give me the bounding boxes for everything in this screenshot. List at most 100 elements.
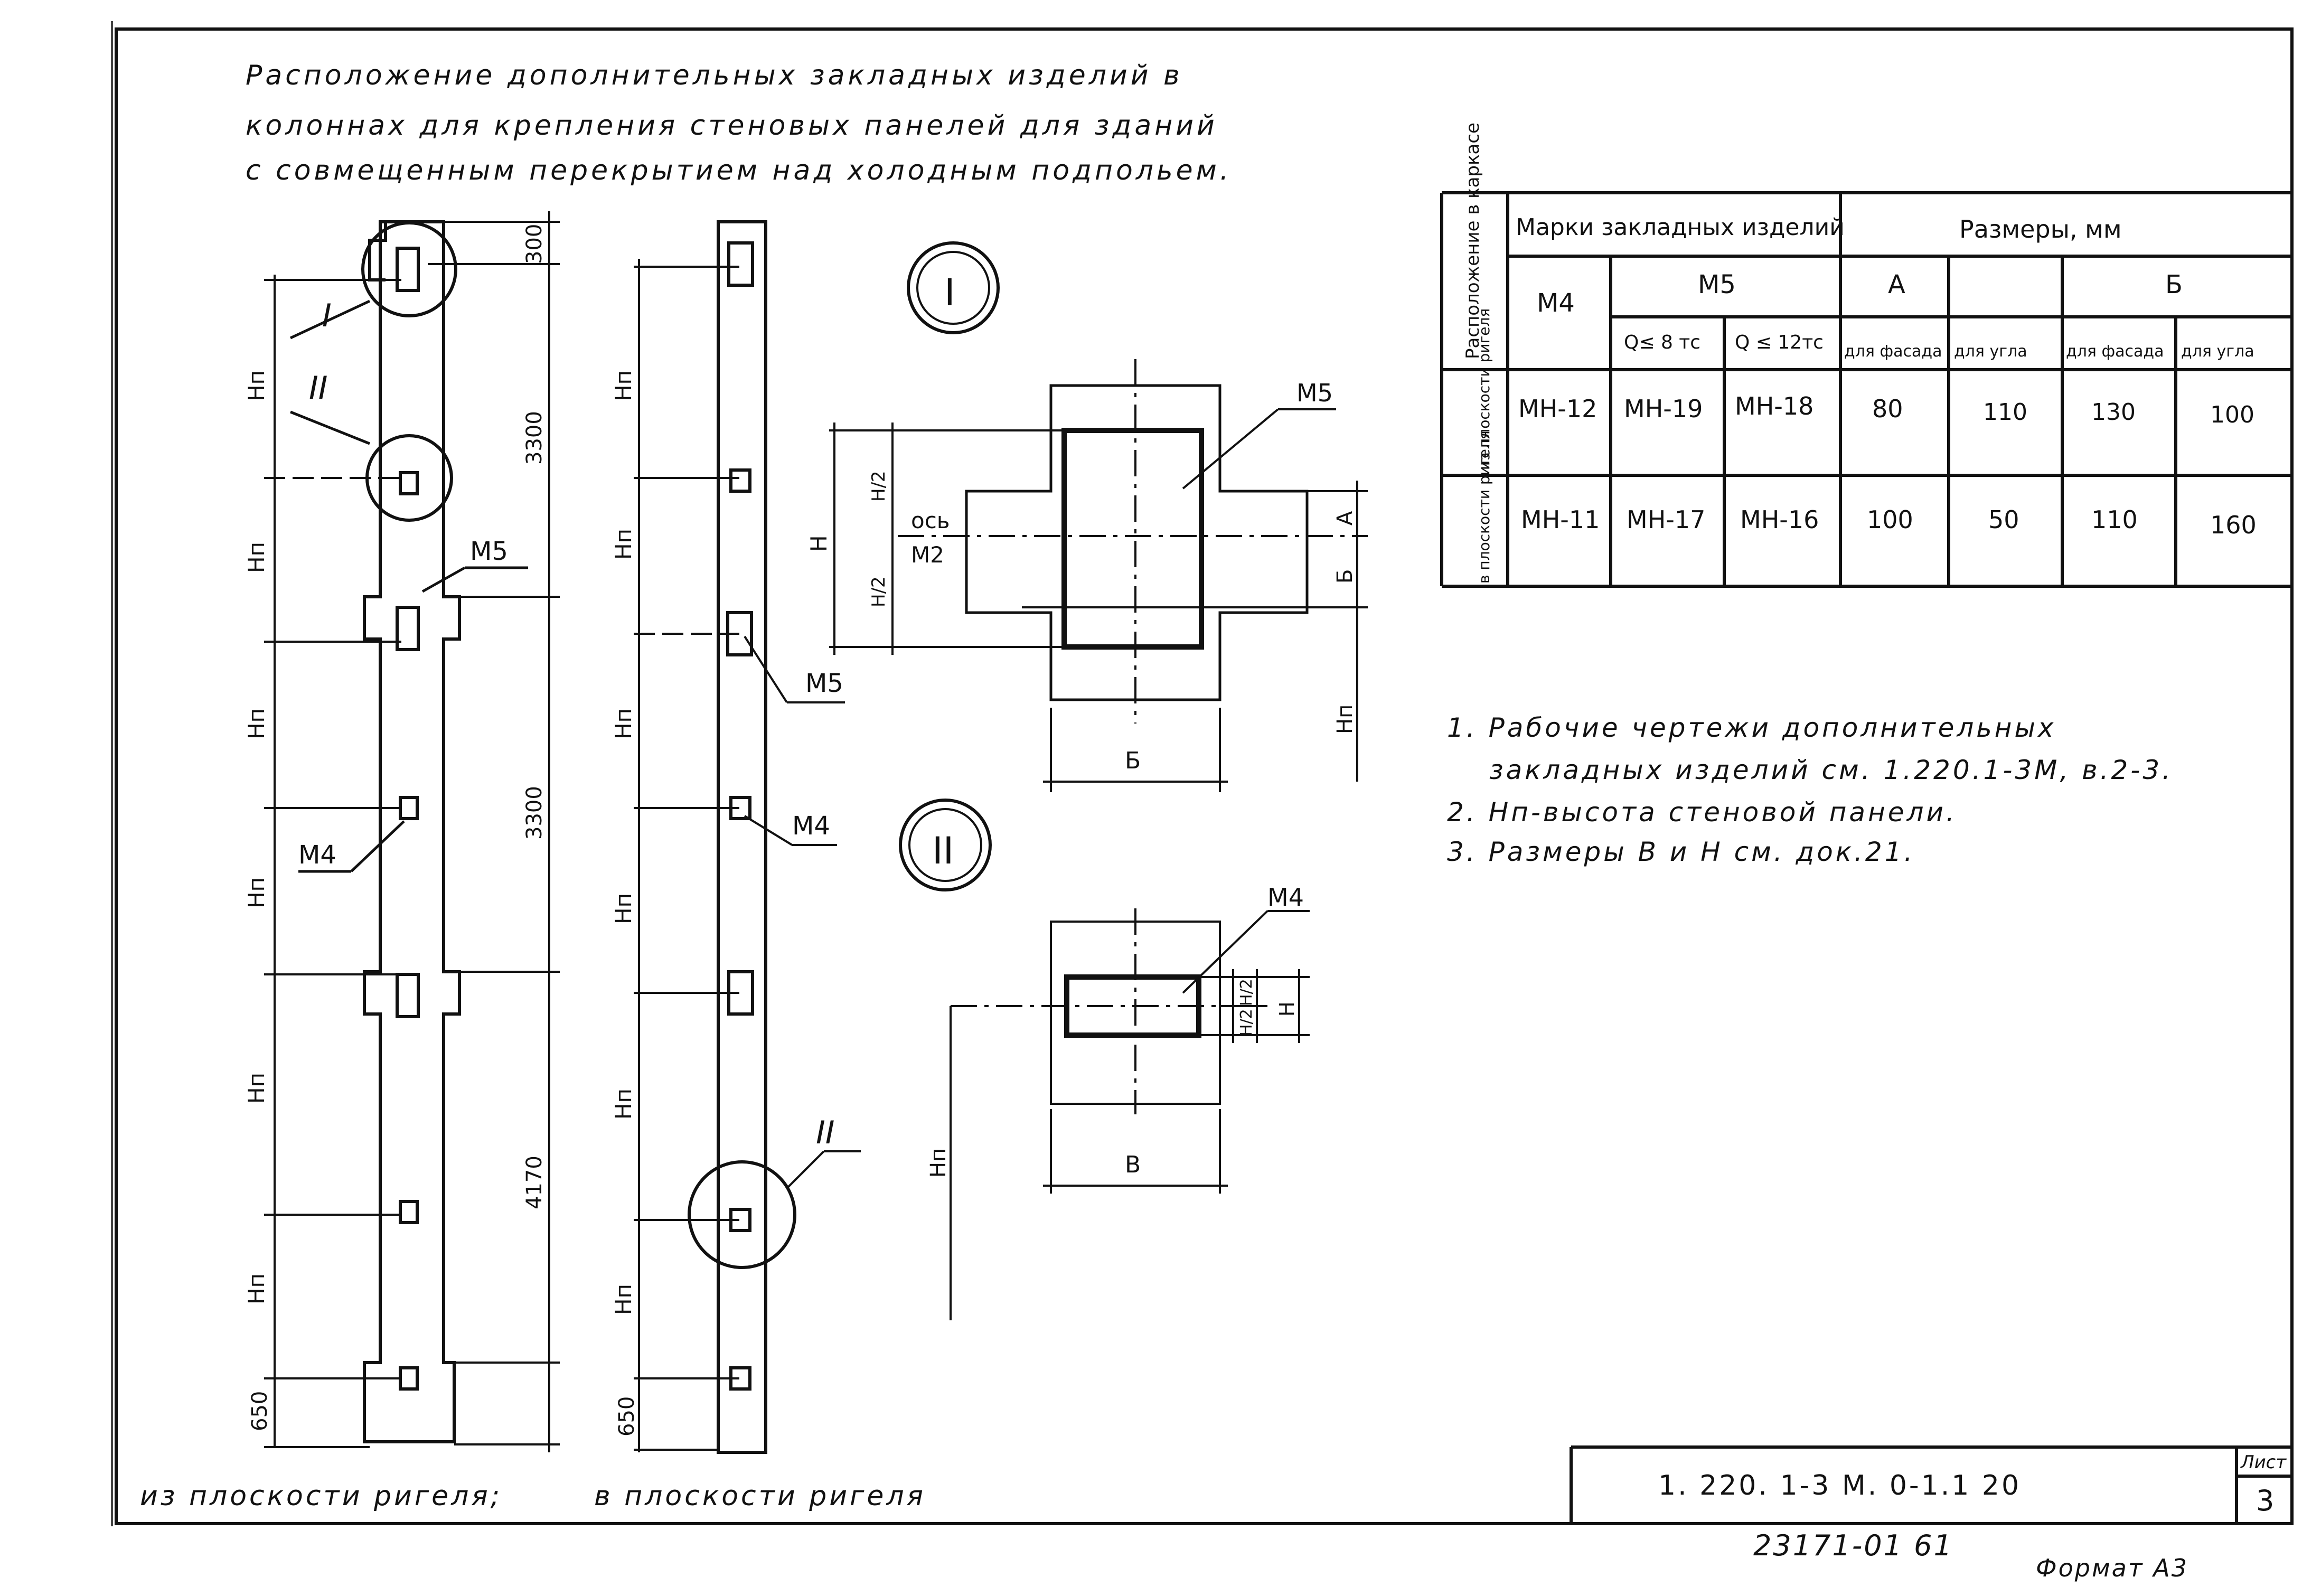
- title-line-1: Расположение дополнительных закладных из…: [246, 60, 1183, 91]
- right-hn-label: Нп: [610, 370, 636, 401]
- callout-circle-1: [361, 221, 457, 317]
- left-hn-label: Нп: [243, 370, 269, 401]
- dim-3300-a: 3300: [522, 411, 547, 465]
- left-hn-label: Нп: [243, 1073, 269, 1104]
- table-b-facade: для фасада: [2066, 342, 2164, 361]
- table-b: Б: [2165, 270, 2183, 299]
- detail-1-marker-circle: [907, 241, 1000, 334]
- left-m4-label: М4: [298, 840, 336, 870]
- detail-1-labels: I М5 ось М2 Н Н/2 Н/2 А Б Б Нп: [806, 271, 1357, 774]
- embedded-parts-table: [1440, 191, 2292, 588]
- right-m4-label: М4: [792, 811, 830, 841]
- detail-1: [829, 241, 1368, 792]
- table-q12: Q ≤ 12тс: [1735, 332, 1824, 353]
- table-a-facade: для фасада: [1844, 342, 1942, 361]
- dim-650-right: 650: [615, 1396, 639, 1437]
- right-hn-label: Нп: [610, 529, 636, 560]
- dim-4170: 4170: [522, 1156, 547, 1209]
- dim-3300-b: 3300: [522, 786, 547, 840]
- table-row2-pos: в плоскости ригеля: [1476, 430, 1493, 584]
- inventory-number: 23171-01 61: [1753, 1529, 1953, 1562]
- detail-2-h: Н: [1275, 1001, 1299, 1017]
- right-hn-label: Нп: [610, 1088, 636, 1120]
- right-callout-label: II: [816, 1114, 834, 1151]
- note-3: 3. Размеры В и Н см. док.21.: [1447, 837, 1915, 867]
- table-a: А: [1888, 270, 1905, 299]
- detail-2-hn: Нп: [926, 1148, 951, 1178]
- drawing-title: Расположение дополнительных закладных из…: [246, 60, 1228, 186]
- table-col-position: Расположение в каркасе: [1462, 123, 1483, 359]
- table-row2-a-corner: 50: [1988, 505, 2019, 534]
- callout-label-1: I: [322, 297, 332, 334]
- table-text: Расположение в каркасе Марки закладных и…: [1462, 123, 2257, 584]
- m5-plate: [1061, 428, 1204, 650]
- left-hn-label: Нп: [243, 1273, 269, 1304]
- detail-1-a: А: [1333, 511, 1357, 525]
- detail-1-h-half: Н/2: [868, 576, 889, 607]
- left-column-elevation: [264, 211, 560, 1452]
- table-row2-q8: МН-17: [1627, 505, 1705, 534]
- right-m5-label: М5: [805, 669, 843, 698]
- caption-left: из плоскости ригеля;: [140, 1480, 502, 1512]
- detail-1-h-half: Н/2: [868, 471, 889, 502]
- table-m4: М4: [1537, 288, 1575, 318]
- detail-1-m2: М2: [911, 542, 944, 568]
- table-row1-a-facade: 80: [1872, 395, 1903, 423]
- table-row1-a-corner: 110: [1983, 399, 2027, 426]
- note-1a: 1. Рабочие чертежи дополнительных: [1447, 712, 2056, 743]
- title-line-2: колоннах для крепления стеновых панелей …: [246, 110, 1218, 142]
- left-hn-labels: Нп Нп Нп Нп Нп Нп: [243, 370, 269, 1304]
- table-row1-m4: МН-12: [1518, 395, 1597, 423]
- notes: 1. Рабочие чертежи дополнительных заклад…: [1447, 712, 2173, 867]
- table-col-marks: Марки закладных изделий: [1516, 214, 1845, 241]
- detail-2-h-half: Н/2: [1237, 1009, 1256, 1036]
- right-callout-circle: [688, 1160, 796, 1269]
- left-hn-label: Нп: [243, 542, 269, 573]
- detail-2-h-half: Н/2: [1237, 979, 1256, 1006]
- caption-right: в плоскости ригеля: [594, 1480, 926, 1512]
- detail-1-m5: М5: [1296, 379, 1333, 407]
- table-row1-q8: МН-19: [1624, 395, 1703, 423]
- table-m5: М5: [1698, 270, 1736, 299]
- stamp-sheet-label: Лист: [2240, 1452, 2287, 1473]
- format-label: Формат А3: [2036, 1554, 2188, 1582]
- table-b-corner: для угла: [2181, 342, 2254, 361]
- left-column-labels: I II М5 М4 Нп Нп Нп Нп Нп Нп 300 3300 33…: [243, 224, 547, 1431]
- table-row2-b-corner: 160: [2210, 511, 2257, 539]
- stamp-text: 1. 220. 1-3 М. 0-1.1 20 Лист 3: [1658, 1452, 2287, 1517]
- table-row1-b-corner: 100: [2210, 401, 2254, 428]
- right-hn-label: Нп: [610, 893, 636, 924]
- table-row2-a-facade: 100: [1867, 505, 1913, 534]
- footer: 23171-01 61 Формат А3: [1753, 1529, 2188, 1582]
- table-row1-q12: МН-18: [1735, 392, 1813, 420]
- left-hn-label: Нп: [243, 708, 269, 739]
- table-a-corner: для угла: [1954, 342, 2027, 361]
- right-hn-label: Нп: [610, 1284, 636, 1315]
- stamp-sheet-number: 3: [2256, 1484, 2274, 1517]
- detail-2-m4: М4: [1267, 883, 1304, 912]
- detail-1-marker: I: [944, 271, 955, 314]
- table-row1-b-facade: 130: [2091, 399, 2136, 426]
- detail-2-marker: II: [932, 829, 954, 872]
- detail-1-b: Б: [1125, 747, 1141, 774]
- note-2: 2. Нп-высота стеновой панели.: [1447, 797, 1957, 828]
- right-column-elevation: [634, 220, 861, 1454]
- right-hn-label: Нп: [610, 708, 636, 739]
- detail-2-labels: II М4 Н/2 Н/2 Н В Нп: [926, 829, 1304, 1178]
- dim-650-left: 650: [248, 1391, 272, 1431]
- detail-1-axis: ось: [911, 508, 950, 533]
- sheet-frame: [115, 27, 2294, 1525]
- left-hn-label: Нп: [243, 877, 269, 908]
- callout-label-2: II: [309, 370, 327, 407]
- detail-1-h: Н: [806, 535, 832, 552]
- detail-1-hn: Нп: [1333, 705, 1357, 734]
- dim-300: 300: [522, 224, 547, 264]
- note-1b: закладных изделий см. 1.220.1-3М, в.2-3.: [1489, 755, 2173, 785]
- table-col-sizes: Размеры, мм: [1959, 215, 2122, 243]
- table-row1-pos: из плоскости ригеля: [1476, 308, 1493, 470]
- detail-2-b: В: [1125, 1151, 1141, 1178]
- table-row2-m4: МН-11: [1521, 505, 1600, 534]
- stamp-code: 1. 220. 1-3 М. 0-1.1 20: [1658, 1470, 2021, 1501]
- left-m5-label: М5: [470, 537, 508, 566]
